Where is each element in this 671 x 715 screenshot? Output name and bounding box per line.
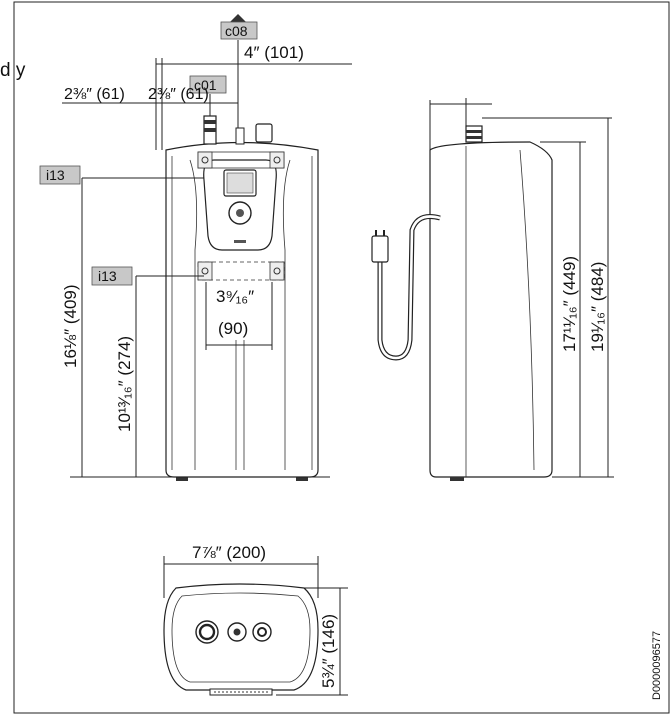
side-view — [371, 125, 553, 481]
front-dimensions — [62, 40, 352, 478]
tag-i13-bottom: i13 — [91, 266, 133, 286]
figure-frame — [13, 1, 670, 714]
inlet-fitting — [235, 127, 245, 145]
page-fragment-text: d y — [0, 60, 26, 81]
dim-bracket-width-bottom: (90) — [218, 319, 248, 338]
tag-c01: c01 — [189, 75, 227, 94]
side-dimensions — [429, 98, 614, 478]
tag-c08: c08 — [220, 14, 258, 40]
figure-id: D0000096577 — [651, 631, 663, 700]
front-view — [165, 115, 319, 481]
dim-left-b: 2⅜″ (61) — [148, 86, 209, 103]
dim-height-lower: 10¹³⁄₁₆″ (274) — [115, 336, 134, 432]
svg-text:c08: c08 — [225, 23, 248, 39]
svg-text:i13: i13 — [46, 167, 65, 183]
dim-bottom-width: 7⅞″ (200) — [192, 543, 266, 562]
svg-text:i13: i13 — [98, 268, 117, 284]
side-body-outline — [429, 141, 553, 478]
dim-bracket-width-top: 3⁹⁄₁₆″ — [216, 287, 254, 306]
power-plug — [371, 235, 389, 263]
bottom-dimensions — [163, 556, 348, 696]
dim-height-overall-front: 16⅛″ (409) — [61, 284, 80, 368]
front-body-outline — [165, 141, 319, 478]
svg-text:c01: c01 — [194, 77, 217, 93]
dim-top-offset: 4″ (101) — [244, 43, 304, 62]
dim-left-a: 2⅜″ (61) — [64, 86, 125, 103]
tag-i13-top: i13 — [39, 165, 81, 185]
dim-bottom-depth: 5¾″ (146) — [319, 614, 338, 688]
bottom-view — [163, 583, 319, 696]
dim-side-height-a: 17¹¹⁄₁₆″ (449) — [560, 256, 579, 352]
bottom-fitting-plug — [252, 622, 272, 642]
dim-side-height-b: 19¹⁄₁₆″ (484) — [588, 262, 607, 352]
